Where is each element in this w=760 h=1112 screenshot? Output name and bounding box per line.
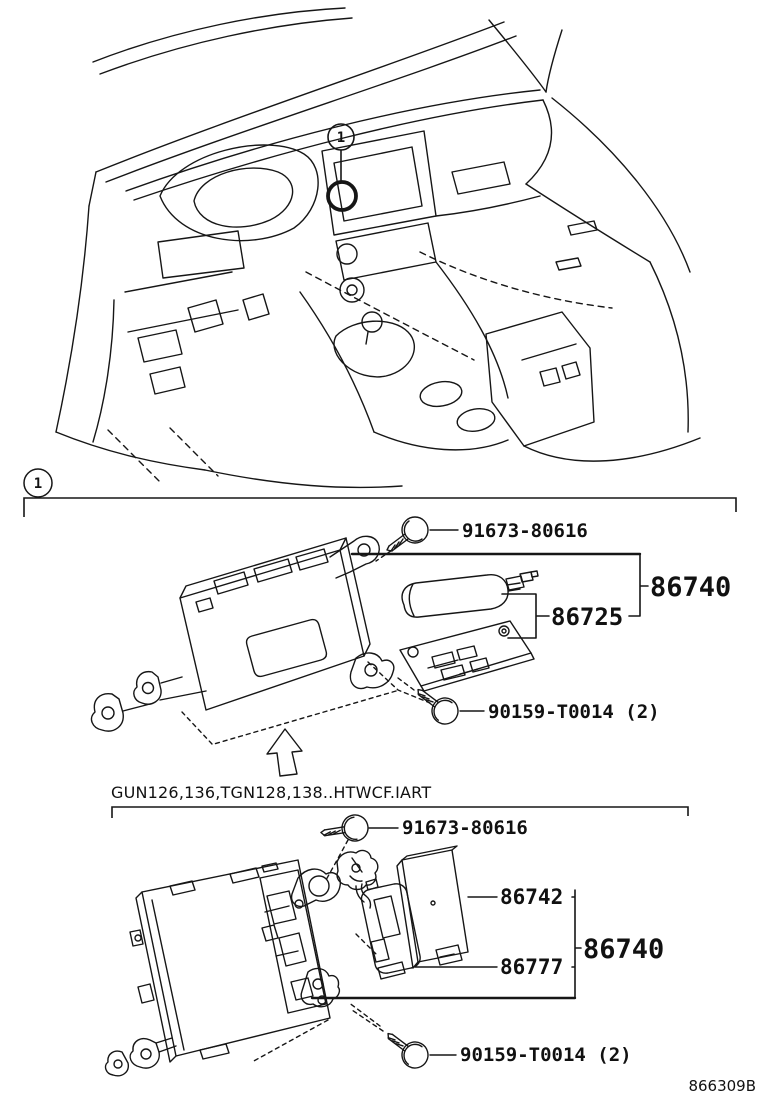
amplifier-board-drawing [399,620,535,692]
applicability-caption: GUN126,136,TGN128,138..HTWCF.IART [111,783,431,802]
screw-glyph [319,802,374,854]
section-index-number: 1 [34,476,42,492]
control-unit-drawing [104,859,381,1077]
part-number-card: 86742 [500,885,563,909]
antenna-drawing [401,570,539,618]
section-1-header [23,468,737,517]
cord-part-drawing [336,849,421,980]
screw-glyph [386,516,429,552]
part-number-assembly-2: 86740 [583,934,664,965]
section-2-bracket [111,806,689,818]
part-number-antenna: 86725 [551,603,623,631]
exploded-view-1 [90,516,649,777]
part-number-screw-top-2: 91673-80616 [402,817,528,839]
figure-code: 866309B [688,1077,756,1095]
part-number-screw-top-1: 91673-80616 [462,520,588,542]
section-index-circle [23,468,53,498]
label-leaders-1 [350,529,649,712]
vehicle-dashboard-illustration [55,7,701,489]
part-number-screw-bottom-1: 90159-T0014 (2) [488,701,660,723]
transceiver-unit-drawing [90,535,431,745]
part-number-screw-bottom-2: 90159-T0014 (2) [460,1044,632,1066]
exploded-view-2 [104,802,582,1077]
screw-glyph [416,679,462,730]
part-number-cord: 86777 [500,955,563,979]
section-1-bracket [23,497,737,517]
card-module-drawing [396,845,469,969]
install-direction-arrow-icon [266,728,303,777]
callout-1-number: 1 [337,130,345,146]
label-leaders-2 [310,827,582,1056]
callout-1-marker [326,123,358,212]
location-ring [326,180,358,212]
part-number-assembly-1: 86740 [650,572,731,603]
screw-glyph [386,1023,432,1074]
